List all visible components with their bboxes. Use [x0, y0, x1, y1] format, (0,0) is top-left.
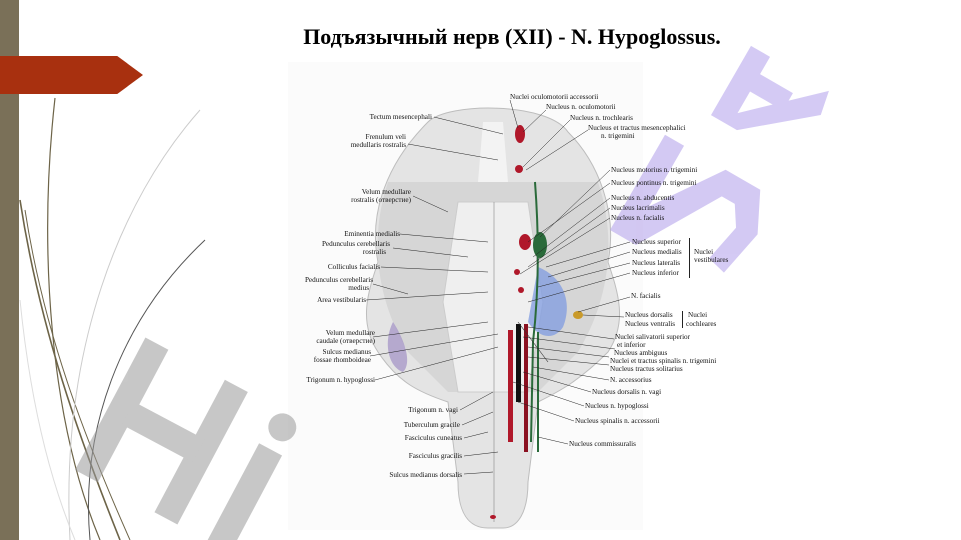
label-nucleus-lateralis: Nucleus lateralis	[632, 259, 681, 267]
label-fasciculus-cuneatus: Fasciculus cuneatus	[404, 434, 462, 442]
label-area-vestibularis: Area vestibularis	[317, 296, 366, 304]
label-velum-medullare-rostralis: Velum medullare	[361, 188, 411, 196]
title-arrow-banner	[0, 56, 143, 94]
label-nuclei-cochleares-2: cochleares	[686, 320, 717, 328]
side-bar	[0, 0, 19, 540]
label-nucleus-motorius-trigemini: Nucleus motorius n. trigemini	[611, 166, 698, 174]
bracket-cochleares	[682, 311, 683, 328]
label-nucleus-pontinus-trigemini: Nucleus pontinus n. trigemini	[611, 179, 697, 187]
label-nucleus-superior: Nucleus superior	[632, 238, 681, 246]
label-nucleus-ambiguus: Nucleus ambiguus	[614, 349, 668, 357]
label-nucleus-dorsalis-vagi: Nucleus dorsalis n. vagi	[592, 388, 662, 396]
brainstem-drawing	[288, 62, 643, 530]
label-nucleus-spinalis-accessorii: Nucleus spinalis n. accessorii	[575, 417, 660, 425]
bracket-vestibulares	[689, 238, 690, 278]
label-pedunculus-medius-2: medius	[348, 284, 369, 292]
slide-title: Подъязычный нерв (XII) - N. Hypoglossus.	[303, 24, 721, 49]
label-nucleus-medialis: Nucleus medialis	[632, 248, 682, 256]
label-nuclei-vestibulares-2: vestibulares	[694, 256, 729, 264]
brainstem-illustration	[288, 62, 643, 530]
label-tuberculum-gracile: Tuberculum gracile	[403, 421, 460, 429]
label-velum-medullare-caudale: Velum medullare	[325, 329, 375, 337]
label-trigonum-hypoglossi: Trigonum n. hypoglossi	[306, 376, 375, 384]
label-nucleus-mesencephalici: Nucleus et tractus mesencephalici	[588, 124, 686, 132]
label-velum-medullare-rostralis-2: rostralis (отверстие)	[351, 196, 411, 204]
label-frenulum-veli: Frenulum veli	[365, 133, 406, 141]
label-nuclei-oculomotorii-accessorii: Nuclei oculomotorii accessorii	[510, 93, 599, 101]
label-pedunculus-rostralis-2: rostralis	[362, 248, 386, 256]
label-nucleus-dorsalis-cochlear: Nucleus dorsalis	[625, 311, 673, 319]
label-nucleus-tractus-solitarius: Nucleus tractus solitarius	[610, 365, 683, 373]
label-pedunculus-rostralis: Pedunculus cerebellaris	[321, 240, 390, 248]
label-nuclei-vestibulares: Nuclei	[694, 248, 714, 256]
label-nuclei-spinalis-trigemini: Nuclei et tractus spinalis n. trigemini	[610, 357, 717, 365]
label-sulcus-medianus-2: fossae rhomboideae	[313, 356, 371, 364]
label-nucleus-lacrimalis: Nucleus lacrimalis	[611, 204, 665, 212]
label-nucleus-oculomotorii: Nucleus n. oculomotorii	[546, 103, 616, 111]
label-fasciculus-gracilis: Fasciculus gracilis	[408, 452, 462, 460]
label-n-facialis: N. facialis	[631, 292, 661, 300]
label-velum-medullare-caudale-2: caudale (отверстие)	[316, 337, 375, 345]
label-eminentia-medialis: Eminentia medialis	[344, 230, 400, 238]
label-nucleus-facialis: Nucleus n. facialis	[611, 214, 665, 222]
label-n-accessorius: N. accessorius	[610, 376, 652, 384]
label-nucleus-ventralis-cochlear: Nucleus ventralis	[625, 320, 676, 328]
label-trigonum-vagi: Trigonum n. vagi	[408, 406, 458, 414]
label-sulcus-medianus: Sulcus medianus	[322, 348, 371, 356]
label-nucleus-commissuralis: Nucleus commissuralis	[569, 440, 636, 448]
label-nucleus-abducentis: Nucleus n. abducentis	[611, 194, 675, 202]
label-nuclei-cochleares: Nuclei	[688, 311, 708, 319]
label-nuclei-salivatorii-2: et inferior	[617, 341, 646, 349]
label-nucleus-trochlearis: Nucleus n. trochlearis	[570, 114, 633, 122]
label-frenulum-veli-2: medullaris rostralis	[350, 141, 406, 149]
label-nucleus-inferior: Nucleus inferior	[632, 269, 679, 277]
label-colliculus-facialis: Colliculus facialis	[327, 263, 380, 271]
label-nucleus-hypoglossi: Nucleus n. hypoglossi	[585, 402, 649, 410]
label-nucleus-mesencephalici-2: n. trigemini	[601, 132, 635, 140]
label-nuclei-salivatorii: Nuclei salivatorii superior	[615, 333, 691, 341]
label-pedunculus-medius: Pedunculus cerebellaris	[304, 276, 373, 284]
label-tectum-mesencephali: Tectum mesencephali	[369, 113, 432, 121]
label-sulcus-medianus-dorsalis: Sulcus medianus dorsalis	[389, 471, 462, 479]
